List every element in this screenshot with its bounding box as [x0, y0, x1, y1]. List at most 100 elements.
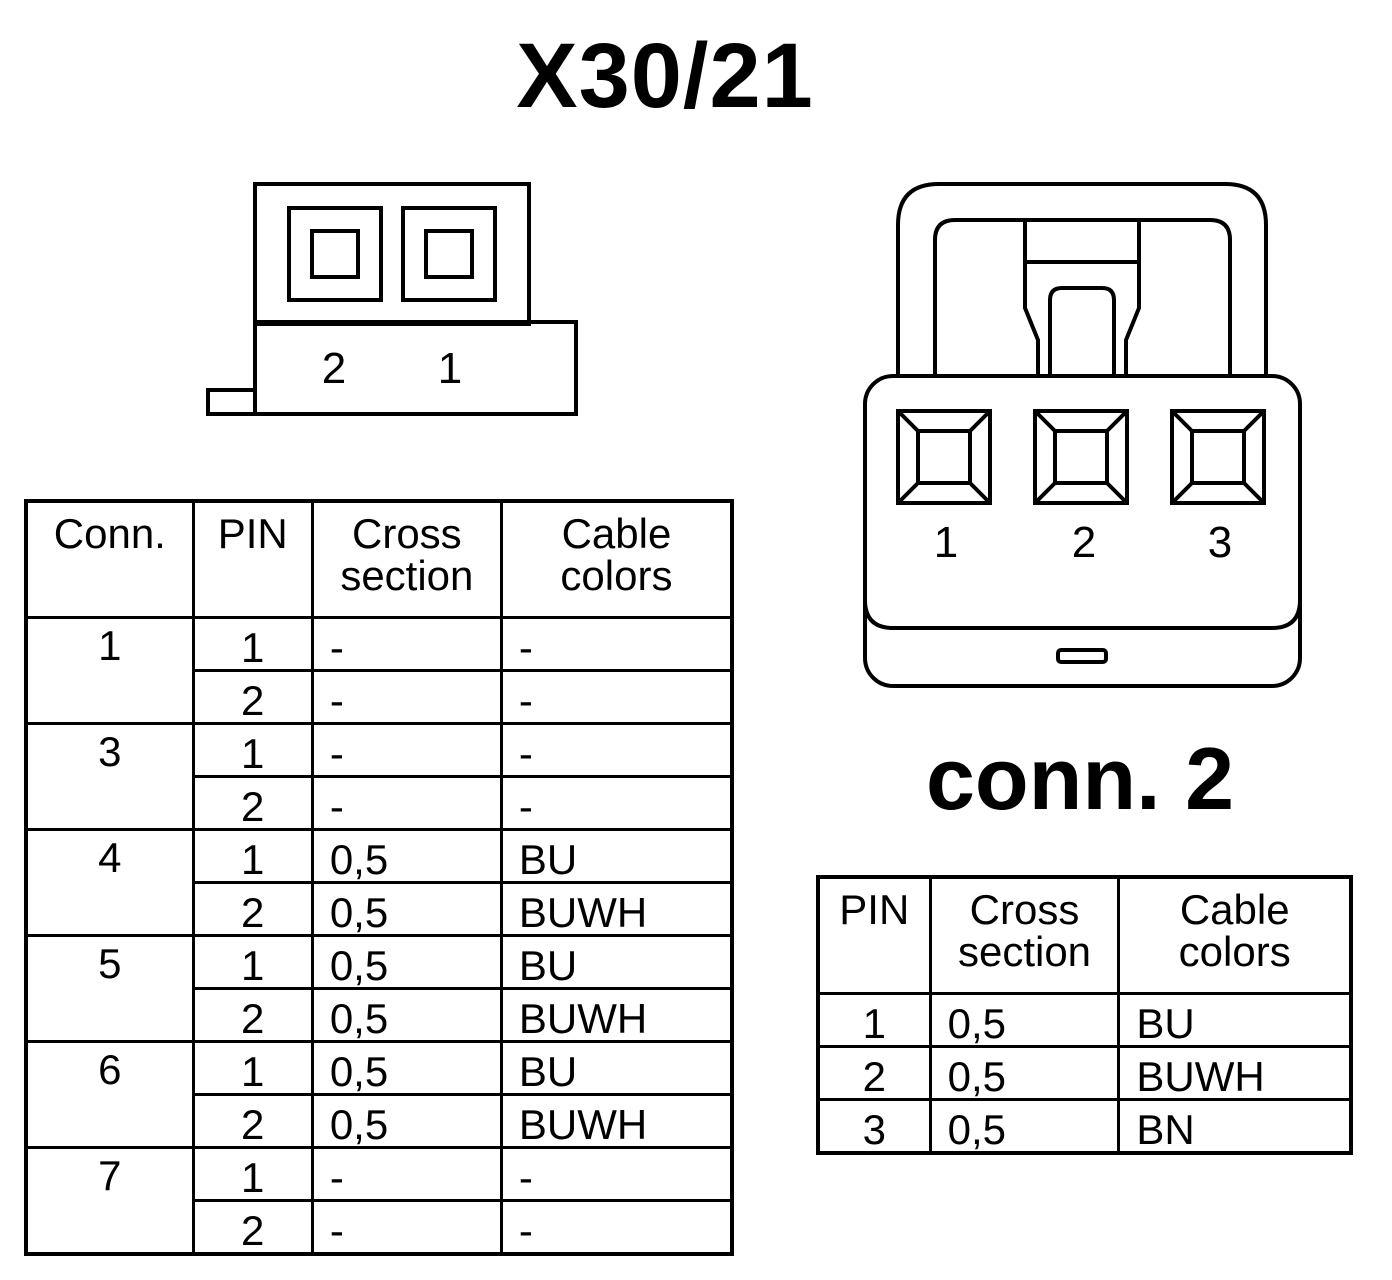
- cable-color-cell: -: [499, 774, 734, 831]
- header-pin: PIN: [191, 499, 314, 619]
- cable-color-cell: BUWH: [499, 880, 734, 937]
- pin-cell: 1: [191, 721, 314, 778]
- pin-cell: 1: [191, 1145, 314, 1202]
- pin-cell: 2: [191, 1092, 314, 1149]
- conn-cell: 7: [24, 1145, 195, 1255]
- connector-conn2-pin-label: 1: [934, 518, 958, 567]
- latch-inner: [933, 218, 1232, 378]
- conn2-caption: conn. 2: [925, 729, 1235, 828]
- latch-tab-core: [1048, 286, 1116, 378]
- connector-x30-21-left: [206, 182, 578, 416]
- header-cross-section: Cross section: [928, 875, 1121, 995]
- cross-section-cell: -: [310, 615, 503, 672]
- cable-color-cell: -: [499, 1145, 734, 1202]
- connector-conn2-pin-label: 3: [1208, 518, 1232, 567]
- cable-color-cell: BN: [1117, 1097, 1353, 1154]
- connector-left-lower-body: [206, 320, 578, 416]
- header-label: Conn.: [53, 510, 166, 557]
- latch-tab-left: [1023, 220, 1040, 378]
- cross-section-cell: 0,5: [310, 986, 503, 1043]
- pin-socket-2-inner: [310, 229, 360, 279]
- pin-socket-1: [896, 409, 992, 505]
- header-label: Cable colors: [1178, 886, 1291, 975]
- conn-cell: 5: [24, 933, 195, 1043]
- cable-color-cell: BU: [1117, 991, 1353, 1048]
- cross-section-cell: 0,5: [310, 827, 503, 884]
- cross-section-cell: 0,5: [310, 933, 503, 990]
- header-label: Cross section: [340, 510, 474, 599]
- connector-conn2: [863, 182, 1302, 688]
- cable-color-cell: BU: [499, 827, 734, 884]
- cable-color-cell: -: [499, 1198, 734, 1255]
- connector-left-pin-label: 2: [322, 344, 346, 393]
- cross-section-cell: -: [310, 774, 503, 831]
- cross-section-cell: 0,5: [310, 1039, 503, 1096]
- pin-socket-1-inner: [424, 229, 474, 279]
- conn-cell: 6: [24, 1039, 195, 1149]
- cross-section-cell: -: [310, 721, 503, 778]
- pin-cell: 2: [191, 986, 314, 1043]
- pin-cell: 1: [191, 827, 314, 884]
- cable-color-cell: -: [499, 615, 734, 672]
- cross-section-cell: 0,5: [310, 1092, 503, 1149]
- pin-cell: 2: [191, 774, 314, 831]
- cross-section-cell: -: [310, 1145, 503, 1202]
- conn-cell: 1: [24, 615, 195, 725]
- cable-color-cell: -: [499, 721, 734, 778]
- connector-conn2-base-line: [863, 599, 1302, 630]
- header-cable-colors: Cable colors: [1117, 875, 1353, 995]
- pin-cell: 1: [191, 615, 314, 672]
- cross-section-cell: 0,5: [928, 1044, 1121, 1101]
- pin-cell: 1: [191, 1039, 314, 1096]
- connector-left-upper-body: [253, 182, 531, 326]
- cross-section-cell: -: [310, 1198, 503, 1255]
- header-pin: PIN: [816, 875, 932, 995]
- pin-socket-3: [1170, 409, 1266, 505]
- pin-socket-2-outer: [287, 206, 383, 302]
- pin-cell: 3: [816, 1097, 932, 1154]
- header-cable-colors: Cable colors: [499, 499, 734, 619]
- header-cross-section: Cross section: [310, 499, 503, 619]
- pin-cell: 2: [816, 1044, 932, 1101]
- cable-color-cell: BU: [499, 933, 734, 990]
- cross-section-cell: 0,5: [928, 1097, 1121, 1154]
- conn-cell: 3: [24, 721, 195, 831]
- cable-color-cell: BUWH: [499, 986, 734, 1043]
- cable-color-cell: -: [499, 668, 734, 725]
- cross-section-cell: 0,5: [310, 880, 503, 937]
- latch-outer: [896, 182, 1268, 378]
- header-label: PIN: [839, 886, 910, 933]
- cross-section-cell: 0,5: [928, 991, 1121, 1048]
- cable-color-cell: BUWH: [499, 1092, 734, 1149]
- table-row: 2--: [26, 774, 734, 831]
- cable-color-cell: BU: [499, 1039, 734, 1096]
- connector-conn2-key: [1056, 648, 1108, 664]
- header-label: PIN: [217, 510, 288, 557]
- cable-color-cell: BUWH: [1117, 1044, 1353, 1101]
- pin-socket-2: [1033, 409, 1129, 505]
- pin-cell: 1: [191, 933, 314, 990]
- pin-cell: 2: [191, 880, 314, 937]
- header-conn: Conn.: [24, 499, 195, 619]
- header-label: Cross section: [957, 886, 1092, 975]
- pin-cell: 1: [816, 991, 932, 1048]
- pin-socket-1-outer: [401, 206, 497, 302]
- connector-conn2-body: [863, 374, 1302, 688]
